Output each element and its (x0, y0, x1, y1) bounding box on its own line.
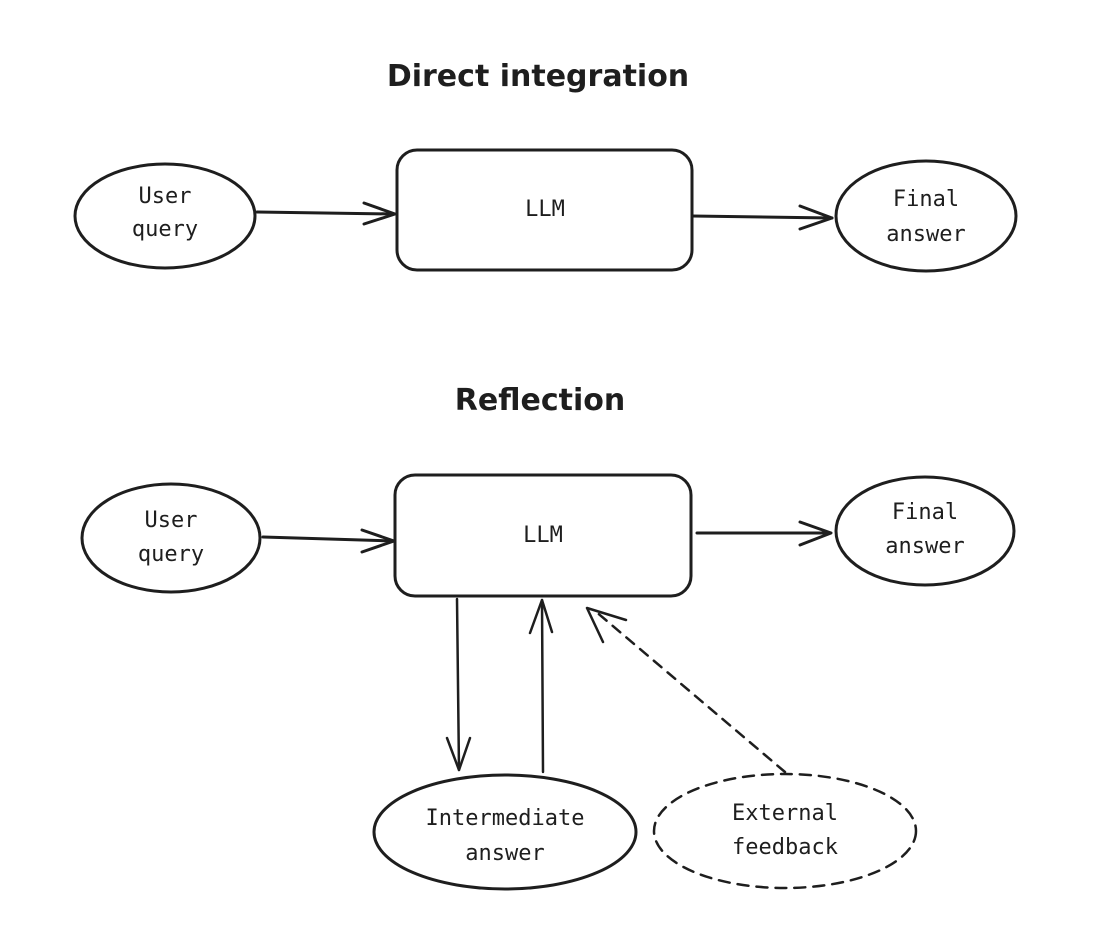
section-reflection: Reflection User query LLM Final answer (80, 383, 1016, 891)
arrow-llm-to-final-answer (690, 204, 834, 231)
arrow-user-query-to-llm (261, 528, 396, 554)
arrow-shaft (540, 598, 545, 774)
arrowhead-icon (445, 736, 472, 772)
arrowhead-icon (362, 201, 397, 226)
final-answer-label-line2: answer (886, 222, 965, 247)
arrow-shaft (261, 535, 395, 543)
external-feedback-label-line2: feedback (732, 835, 838, 860)
arrowhead-icon (798, 204, 834, 231)
arrow-shaft (255, 210, 396, 216)
section-title-direct-integration: Direct integration (387, 59, 689, 94)
final-answer-ellipse (834, 475, 1016, 587)
arrowhead-icon (798, 520, 833, 547)
section-title-reflection: Reflection (455, 383, 625, 418)
arrow-shaft-dashed (592, 608, 787, 774)
external-feedback-label-line1: External (732, 801, 838, 826)
node-user-query: User query (73, 162, 257, 270)
final-answer-ellipse (834, 159, 1018, 273)
arrow-llm-to-final-answer (695, 520, 833, 547)
arrow-intermediate-answer-to-llm (528, 598, 554, 774)
arrow-shaft (690, 214, 834, 220)
llm-label: LLM (525, 197, 565, 222)
user-query-label-line1: User (145, 508, 198, 533)
user-query-ellipse (80, 482, 262, 594)
arrow-shaft (455, 597, 461, 772)
node-user-query: User query (80, 482, 262, 594)
user-query-label-line2: query (138, 542, 204, 567)
arrow-external-feedback-to-llm (585, 606, 787, 774)
arrow-user-query-to-llm (255, 201, 397, 226)
final-answer-label-line1: Final (893, 187, 959, 212)
final-answer-label-line2: answer (885, 534, 964, 559)
node-external-feedback: External feedback (652, 772, 918, 890)
node-final-answer: Final answer (834, 475, 1016, 587)
user-query-label-line1: User (139, 184, 192, 209)
user-query-ellipse (73, 162, 257, 270)
final-answer-label-line1: Final (892, 500, 958, 525)
node-llm: LLM (393, 473, 693, 598)
arrowhead-icon (528, 598, 554, 635)
llm-box (395, 148, 694, 272)
node-llm: LLM (395, 148, 694, 272)
user-query-label-line2: query (132, 217, 198, 242)
llm-box (393, 473, 693, 598)
external-feedback-ellipse (652, 772, 918, 890)
section-direct-integration: Direct integration User query LLM Final … (73, 59, 1018, 273)
arrowhead-icon (585, 606, 628, 644)
intermediate-answer-label-line1: Intermediate (426, 806, 585, 831)
node-intermediate-answer: Intermediate answer (372, 773, 638, 891)
llm-label: LLM (523, 523, 563, 548)
arrow-llm-to-intermediate-answer (445, 597, 472, 772)
intermediate-answer-label-line2: answer (465, 841, 544, 866)
node-final-answer: Final answer (834, 159, 1018, 273)
intermediate-answer-ellipse (372, 773, 638, 891)
